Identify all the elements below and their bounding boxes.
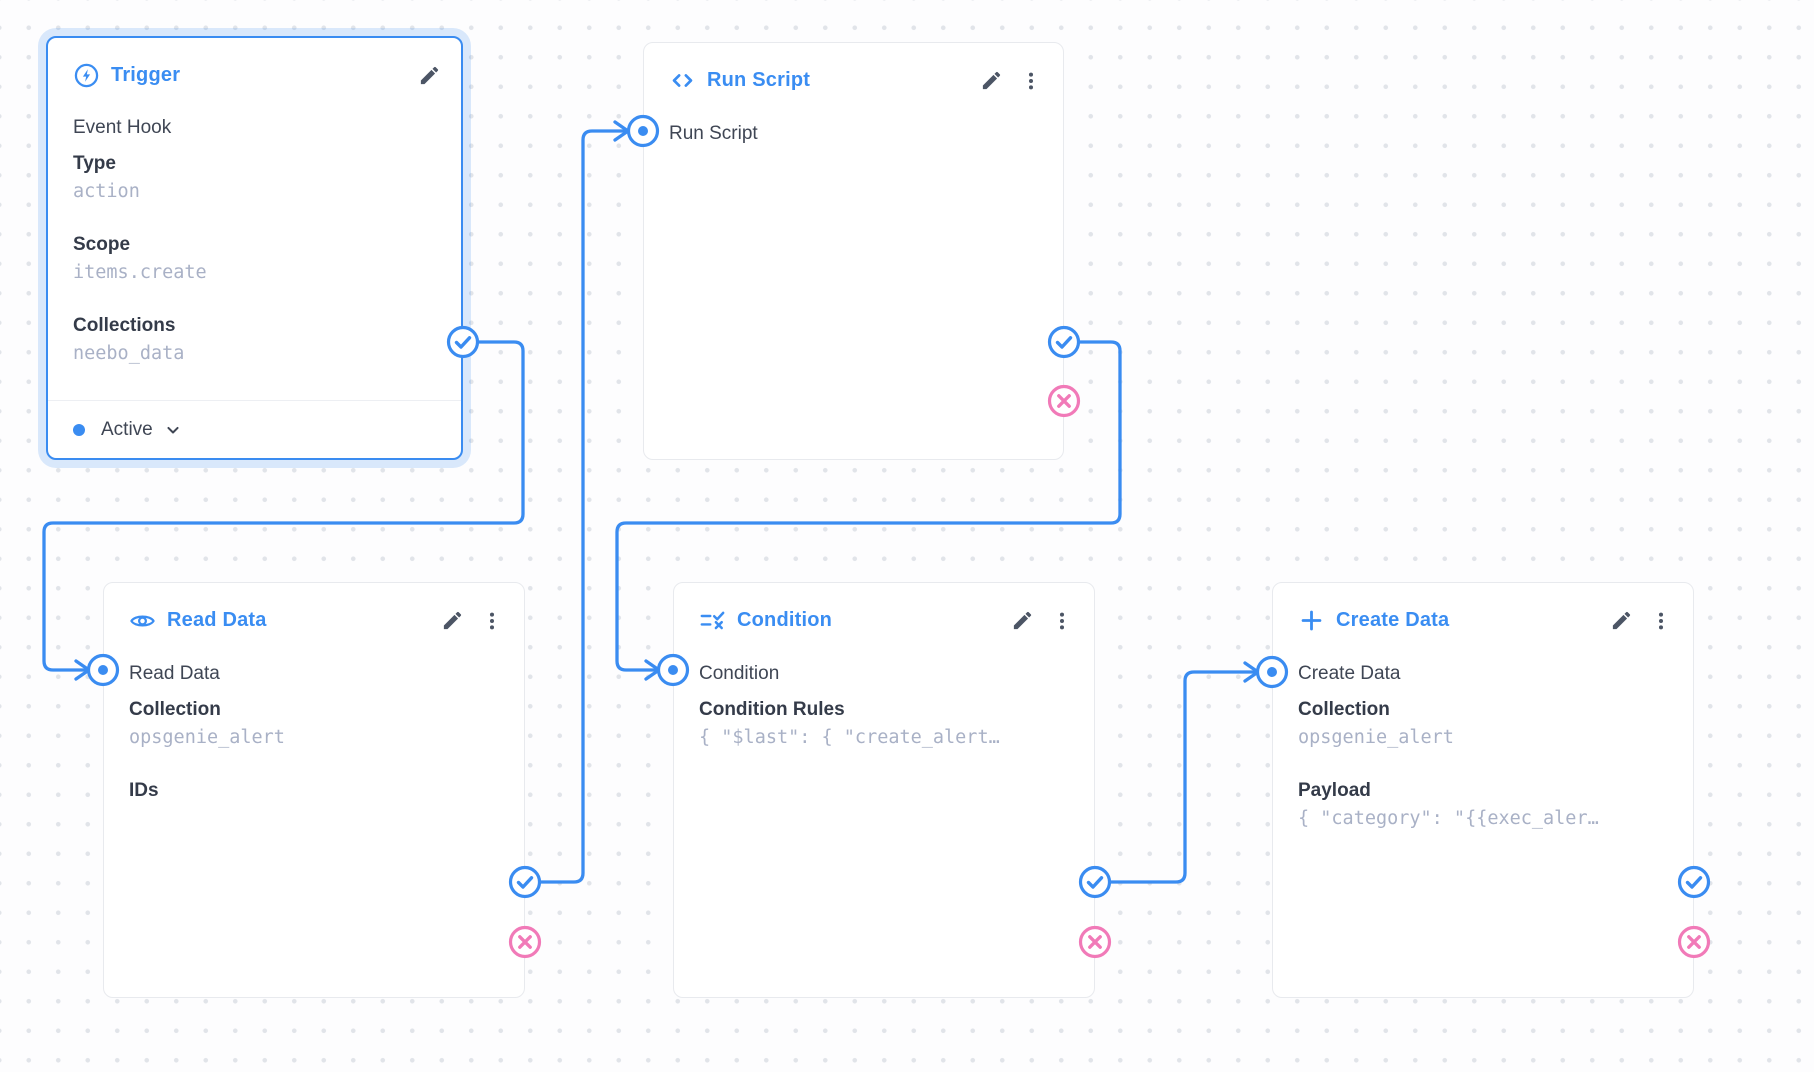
create-data-collection-label: Collection	[1298, 699, 1390, 720]
code-icon	[669, 67, 696, 94]
edit-trigger-button[interactable]	[417, 64, 441, 88]
read-data-collection-label: Collection	[129, 699, 221, 720]
edge-read-data-to-run-script	[523, 129, 627, 884]
arrowhead-read-data	[74, 659, 91, 681]
create-data-header: Create Data	[1273, 583, 1693, 634]
read-data-collection-value: opsgenie_alert	[129, 727, 285, 748]
edit-read-data-button[interactable]	[440, 609, 464, 633]
trigger-panel[interactable]: Trigger Event Hook Type action Scope ite…	[46, 36, 463, 460]
create-data-title: Create Data	[1336, 609, 1450, 631]
read-data-header: Read Data	[104, 583, 524, 634]
condition-rules-value: { "$last": { "create_alert…	[699, 727, 1000, 748]
trigger-type-label: Type	[73, 153, 116, 174]
read-data-title: Read Data	[167, 609, 267, 631]
create-data-payload-value: { "category": "{{exec_aler…	[1298, 808, 1599, 829]
run-script-name: Run Script	[669, 123, 758, 144]
trigger-scope-value: items.create	[73, 262, 207, 283]
read-data-ids-label: IDs	[129, 780, 159, 801]
condition-rules-label: Condition Rules	[699, 699, 845, 720]
read-data-name: Read Data	[129, 663, 220, 684]
arrowhead-run-script	[613, 120, 630, 142]
edge-condition-to-create-data	[1093, 670, 1257, 884]
trigger-type-name: Event Hook	[73, 117, 172, 138]
plus-icon	[1298, 607, 1325, 634]
read-data-more-menu-icon[interactable]	[480, 609, 504, 633]
trigger-scope-label: Scope	[73, 234, 131, 255]
trigger-header: Trigger	[48, 38, 461, 89]
operation-panel-read-data[interactable]: Read Data Read Data Collection opsgenie_…	[103, 582, 525, 998]
run-script-more-menu-icon[interactable]	[1019, 69, 1043, 93]
trigger-collections-value: neebo_data	[73, 343, 185, 364]
arrowhead-create-data	[1243, 661, 1260, 683]
condition-name: Condition	[699, 663, 780, 684]
create-data-name: Create Data	[1298, 663, 1401, 684]
condition-title: Condition	[737, 609, 833, 631]
create-data-more-menu-icon[interactable]	[1649, 609, 1673, 633]
status-label: Active	[101, 418, 153, 440]
flow-status-toggle[interactable]: Active	[48, 400, 461, 458]
trigger-title: Trigger	[111, 64, 181, 86]
operation-panel-create-data[interactable]: Create Data Create Data Collection opsge…	[1272, 582, 1694, 998]
edit-create-data-button[interactable]	[1609, 609, 1633, 633]
arrowhead-condition	[644, 659, 661, 681]
edit-condition-button[interactable]	[1010, 609, 1034, 633]
create-data-collection-value: opsgenie_alert	[1298, 727, 1454, 748]
rule-icon	[699, 607, 726, 634]
condition-more-menu-icon[interactable]	[1050, 609, 1074, 633]
status-dot-icon	[73, 423, 85, 436]
trigger-type-value: action	[73, 181, 140, 202]
eye-icon	[129, 607, 156, 634]
create-data-payload-label: Payload	[1298, 780, 1371, 801]
edit-run-script-button[interactable]	[979, 69, 1003, 93]
operation-panel-condition[interactable]: Condition Condition Condition Rules { "$…	[673, 582, 1095, 998]
operation-panel-run-script[interactable]: Run Script Run Script	[643, 42, 1064, 460]
trigger-collections-label: Collections	[73, 315, 176, 336]
bolt-circle-icon	[73, 62, 100, 89]
condition-header: Condition	[674, 583, 1094, 634]
chevron-down-icon	[163, 420, 183, 440]
run-script-header: Run Script	[644, 43, 1063, 94]
run-script-title: Run Script	[707, 69, 811, 91]
